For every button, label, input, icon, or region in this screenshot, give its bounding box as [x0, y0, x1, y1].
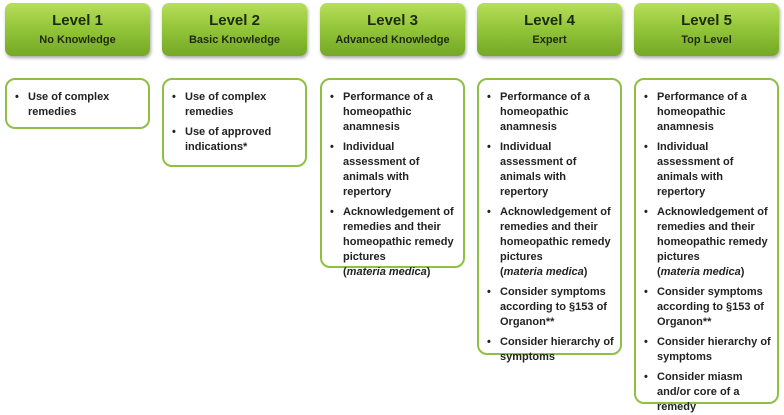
item-text: Use of approved indications* [185, 126, 272, 153]
bullet: • [644, 336, 648, 348]
list-item: • Consider miasm and/or core of a remedy [636, 370, 777, 415]
level-2-card: • Use of complex remedies • Use of approve… [162, 78, 307, 167]
bullet: • [487, 286, 491, 298]
bullet: • [487, 206, 491, 218]
item-text: Consider miasm and/or core of a remedy [657, 371, 743, 413]
list-item: • Use of complex remedies [164, 90, 305, 120]
level-1-header: Level 1 No Knowledge [5, 3, 150, 56]
item-text: Individual assessment of animals with re… [657, 141, 734, 198]
item-text: Individual assessment of animals with re… [343, 141, 420, 198]
item-text: Consider hierarchy of symptoms [500, 336, 614, 363]
list-item: • Consider symptoms according to §153 of … [636, 285, 777, 330]
item-text: Performance of a homeopathic anamnesis [500, 91, 590, 133]
list-item: • Individual assessment of animals with r… [322, 140, 463, 200]
level-1-title: Level 1 [52, 12, 103, 29]
bullet: • [644, 91, 648, 103]
level-3-header: Level 3 Advanced Knowledge [320, 3, 465, 56]
level-3-card: •Performance of a homeopathic anamnesis … [320, 78, 465, 278]
item-text: Individual assessment of animals with re… [500, 141, 577, 198]
item-text: Use of complex remedies [28, 91, 110, 118]
level-1-subtitle: No Knowledge [39, 34, 116, 46]
level-5-header: Level 5 Top Level [634, 3, 779, 56]
item-note: materia medica [660, 266, 741, 278]
list-item: • Performance of a homeopathic anamnesis [479, 90, 620, 135]
list-item: • Individual assessment of animals with r… [636, 140, 777, 200]
item-text: Acknowledgement of remedies and their ho… [500, 206, 611, 263]
list-item: • Consider hierarchy of symptoms [636, 335, 777, 365]
bullet: • [330, 91, 334, 103]
list-item: • Consider symptoms according to §153 of … [479, 285, 620, 330]
level-1-card: • Use of complex remedies [5, 78, 150, 129]
item-text: Performance of a homeopathic anamnesis [343, 91, 433, 133]
list-item: • Acknowledgement of remedies and their h… [330, 206, 454, 278]
bullet: • [487, 141, 491, 153]
item-text: Acknowledgement of remedies and their ho… [343, 206, 454, 263]
item-note: materia medica [346, 266, 427, 278]
item-text: Consider symptoms according to §153 of O… [657, 286, 764, 328]
item-text: Consider hierarchy of symptoms [657, 336, 771, 363]
list-item: • Acknowledgement of remedies and their h… [487, 206, 611, 278]
bullet: • [487, 336, 491, 348]
level-5-card: •Performance of a homeopathic anamnesis … [634, 78, 779, 413]
level-4-header: Level 4 Expert [477, 3, 622, 56]
bullet: • [172, 126, 176, 138]
bullet: • [15, 91, 19, 103]
level-2-header: Level 2 Basic Knowledge [162, 3, 307, 56]
bullet: • [644, 286, 648, 298]
level-3-title: Level 3 [367, 12, 418, 29]
level-4-title: Level 4 [524, 12, 575, 29]
level-3-subtitle: Advanced Knowledge [335, 34, 450, 46]
item-text: Consider symptoms according to §153 of O… [500, 286, 607, 328]
bullet: • [330, 206, 334, 218]
item-text: Use of complex remedies [185, 91, 267, 118]
item-note: materia medica [503, 266, 584, 278]
list-item: • Use of complex remedies [7, 90, 148, 120]
level-2-title: Level 2 [209, 12, 260, 29]
list-item: • Individual assessment of animals with r… [479, 140, 620, 200]
bullet: • [330, 141, 334, 153]
bullet: • [487, 91, 491, 103]
level-4-card: •Performance of a homeopathic anamnesis … [477, 78, 622, 363]
list-item: • Consider hierarchy of symptoms [479, 335, 620, 365]
level-5-title: Level 5 [681, 12, 732, 29]
item-text: Acknowledgement of remedies and their ho… [657, 206, 768, 263]
item-text: Performance of a homeopathic anamnesis [657, 91, 747, 133]
level-4-subtitle: Expert [532, 34, 567, 46]
bullet: • [172, 91, 176, 103]
level-5-subtitle: Top Level [681, 34, 732, 46]
list-item: • Acknowledgement of remedies and their h… [644, 206, 768, 278]
bullet: • [644, 371, 648, 383]
list-item: • Use of approved indications* [164, 125, 305, 155]
bullet: • [644, 141, 648, 153]
bullet: • [644, 206, 648, 218]
list-item: • Performance of a homeopathic anamnesis [322, 90, 463, 135]
list-item: • Performance of a homeopathic anamnesis [636, 90, 777, 135]
level-2-subtitle: Basic Knowledge [188, 34, 281, 46]
